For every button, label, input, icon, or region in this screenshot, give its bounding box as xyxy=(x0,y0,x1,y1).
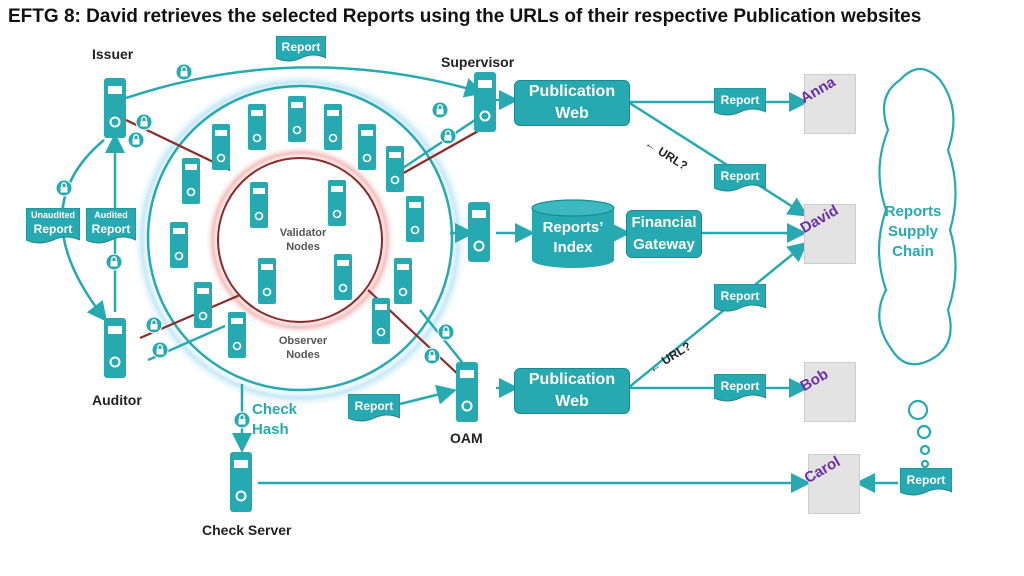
report-doc-anna: Report xyxy=(714,88,766,118)
carol-laptop xyxy=(808,454,860,514)
supervisor-server-icon xyxy=(473,71,497,133)
lock-icon xyxy=(233,411,251,429)
reports-index-cylinder xyxy=(531,199,615,268)
report-doc-url-top: Report xyxy=(714,164,766,194)
unaudited-report-doc: Unaudited Report xyxy=(26,208,80,246)
check-server-label: Check Server xyxy=(202,522,292,538)
lock-icon xyxy=(127,131,145,149)
page-title: EFTG 8: David retrieves the selected Rep… xyxy=(8,6,922,27)
issuer-label: Issuer xyxy=(92,46,134,62)
lock-icon xyxy=(437,323,455,341)
auditor-server-icon xyxy=(103,317,127,379)
report-doc-carol: Report xyxy=(900,468,952,498)
lock-icon xyxy=(135,113,153,131)
observer-nodes-label: Observer Nodes xyxy=(278,335,328,361)
auditor-label: Auditor xyxy=(92,392,142,408)
check-hash-label: Check Hash xyxy=(252,401,298,438)
david-laptop xyxy=(804,204,856,264)
report-doc-bob: Report xyxy=(714,374,766,404)
lock-icon xyxy=(423,347,441,365)
financial-gateway-box: Financial Gateway xyxy=(626,210,702,258)
bob-laptop xyxy=(804,362,856,422)
oam-label: OAM xyxy=(450,430,483,446)
oam-server-icon xyxy=(455,361,479,423)
index-server-icon xyxy=(467,201,491,263)
reports-index-label: Reports’ Index xyxy=(542,219,604,256)
publication-web-bottom-box: Publication Web xyxy=(514,368,630,414)
report-doc-oam: Report xyxy=(348,394,400,424)
lock-icon xyxy=(175,63,193,81)
lock-icon xyxy=(145,316,163,334)
report-doc-url-bottom: Report xyxy=(714,284,766,314)
audited-report-doc: Audited Report xyxy=(86,208,136,246)
report-doc-issuer: Report xyxy=(276,36,326,64)
publication-web-top-box: Publication Web xyxy=(514,80,630,126)
check-server-icon xyxy=(229,451,253,513)
lock-icon xyxy=(439,127,457,145)
anna-laptop xyxy=(804,74,856,134)
lock-icon xyxy=(105,253,123,271)
lock-icon xyxy=(431,101,449,119)
lock-icon xyxy=(151,341,169,359)
validator-nodes-label: Validator Nodes xyxy=(279,227,327,253)
lock-icon xyxy=(55,179,73,197)
supply-chain-cloud xyxy=(877,67,957,469)
supply-chain-label: Reports Supply Chain xyxy=(884,203,942,260)
supervisor-label: Supervisor xyxy=(441,54,515,70)
issuer-server-icon xyxy=(103,77,127,139)
